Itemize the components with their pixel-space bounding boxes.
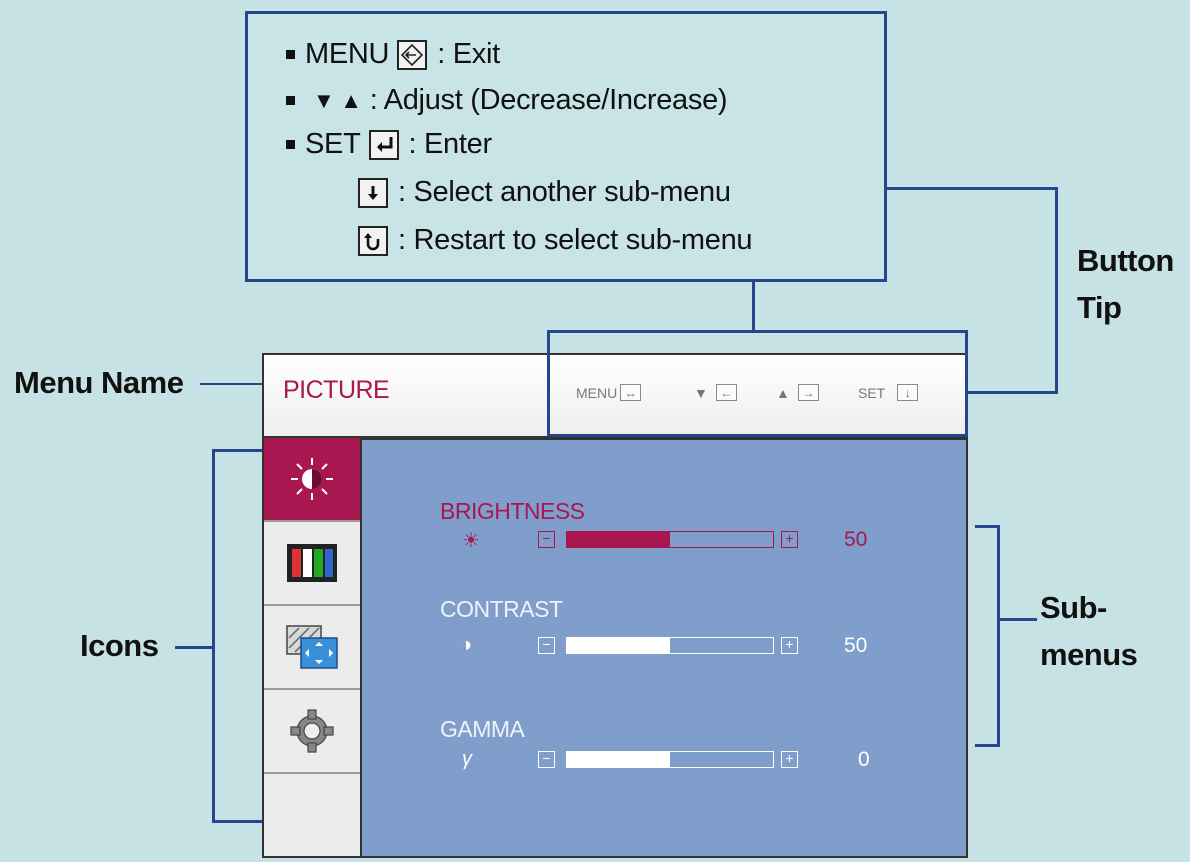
increase-icon[interactable]: + [781,637,798,654]
tip-key-adjust: ▼ ▲ [313,87,362,113]
submenus-bracket-vertical [997,525,1000,747]
mini-down-arrow-icon: ↓ [897,384,919,401]
tip-row-menu: MENU : Exit [286,38,500,71]
connector-tipbox-right [887,187,1058,190]
level-bar-fill [567,752,670,767]
submenu-value: 50 [844,528,868,551]
submenu-value: 0 [858,748,870,771]
connector-tipbox-down [752,282,755,330]
submenu-label: GAMMA [440,716,525,742]
tip-row-restart: : Restart to select sub-menu [358,224,753,257]
submenus-label-line1: Sub- [1040,590,1107,625]
tip-desc-enter: : Enter [408,128,493,160]
sun-icon: ☀ [462,530,480,552]
button-tip-frame [547,330,968,437]
osd-header [262,353,968,438]
mini-tip-set: SET ↓ [858,384,919,401]
down-arrow-key-icon [358,177,388,208]
connector-submenus [997,618,1037,621]
tip-row-set: SET : Enter [286,128,492,161]
icons-bracket-bottom [212,820,262,823]
tip-row-select: : Select another sub-menu [358,176,731,209]
settings-gear-icon[interactable] [264,690,360,774]
icons-label: Icons [80,628,159,663]
mini-tip-menu: MENU ↔ [576,384,642,401]
image-size-icon[interactable] [264,606,360,690]
submenu-panel: BRIGHTNESS ☀ − + 50 CONTRAST ◑ − + 50 GA… [360,438,968,858]
level-bar[interactable] [566,637,774,654]
level-bar-fill [567,638,670,653]
tip-row-adjust: ▼ ▲ : Adjust (Decrease/Increase) [286,84,728,117]
submenu-label: CONTRAST [440,596,563,622]
decrease-icon[interactable]: − [538,531,555,548]
connector-menu-name [200,383,262,385]
level-bar[interactable] [566,531,774,548]
submenus-bracket-bottom [975,744,1000,747]
mini-left-arrow-icon: ← [715,384,737,401]
level-bar-fill [567,532,670,547]
submenus-label-line2: menus [1040,637,1138,672]
decrease-icon[interactable]: − [538,637,555,654]
mini-exit-icon: ↔ [620,384,642,401]
connector-icons [175,646,213,649]
submenu-label: BRIGHTNESS [440,498,585,524]
connector-vertical-right [1055,187,1058,394]
connector-to-tipframe [968,391,1058,394]
tip-desc-exit: : Exit [437,38,500,70]
mini-up-triangle-icon: ▲ [776,384,790,401]
bullet [286,140,295,149]
tip-desc-restart: : Restart to select sub-menu [398,224,753,256]
mini-tip-menu-label: MENU [576,384,618,401]
half-circle-icon: ◑ [460,634,473,656]
osd-menu-name: PICTURE [283,376,390,404]
icons-bracket-top [212,449,262,452]
increase-icon[interactable]: + [781,751,798,768]
gamma-icon: γ [462,748,472,770]
submenus-bracket-top [975,525,1000,528]
level-bar[interactable] [566,751,774,768]
submenu-value: 50 [844,634,868,657]
brightness-icon[interactable] [264,438,360,522]
mini-tip-set-label: SET [858,384,886,401]
tip-key-menu: MENU [305,38,390,70]
icons-bracket-vertical [212,449,215,823]
mini-tip-up: ▲ → [776,384,819,401]
button-tip-label-line1: Button [1077,243,1174,278]
decrease-icon[interactable]: − [538,751,555,768]
button-tip-label-line2: Tip [1077,290,1122,325]
color-bars-icon[interactable] [264,522,360,606]
bullet [286,50,295,59]
bullet [286,96,295,105]
tip-desc-select: : Select another sub-menu [398,176,731,208]
tip-desc-adjust: : Adjust (Decrease/Increase) [369,84,728,116]
restart-arrow-key-icon [358,225,388,256]
mini-right-arrow-icon: → [797,384,819,401]
button-tip-box: MENU : Exit ▼ ▲ : Adjust (Decrease/Incre… [245,11,887,282]
tip-key-set: SET [305,128,361,160]
mini-tip-down: ▼ ← [694,384,737,401]
menu-name-label: Menu Name [14,365,184,400]
mini-down-triangle-icon: ▼ [694,384,708,401]
icon-column [262,438,360,858]
enter-key-icon [368,129,399,160]
increase-icon[interactable]: + [781,531,798,548]
exit-key-icon [397,39,428,70]
